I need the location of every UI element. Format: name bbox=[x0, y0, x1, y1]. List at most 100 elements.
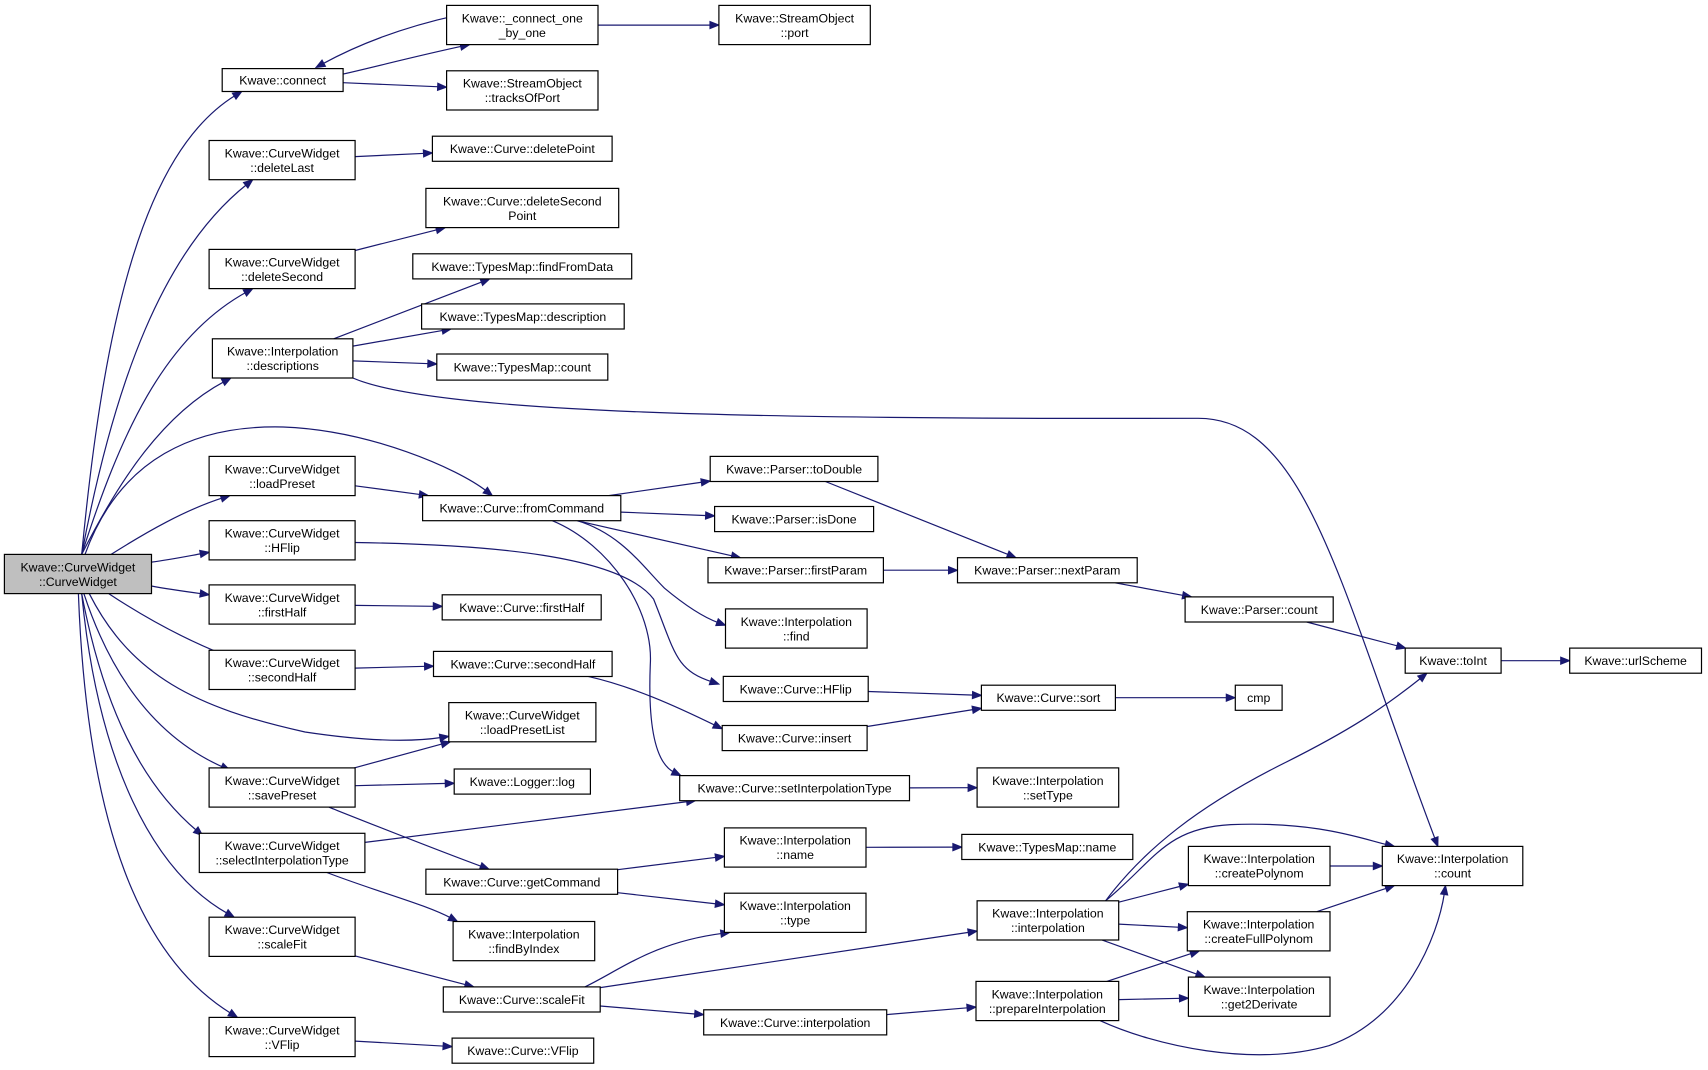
node-i_name[interactable]: Kwave::Interpolation::name bbox=[723, 827, 867, 868]
node-label: Kwave::Curve::getCommand bbox=[443, 875, 600, 889]
node-p_isDone[interactable]: Kwave::Parser::isDone bbox=[713, 505, 875, 533]
arrowhead bbox=[482, 486, 494, 497]
node-connect[interactable]: Kwave::connect bbox=[221, 67, 344, 93]
node-cw_firstHalf[interactable]: Kwave::CurveWidget::firstHalf bbox=[208, 584, 356, 625]
node-label: Kwave::Interpolation bbox=[1203, 918, 1315, 932]
node-toInt[interactable]: Kwave::toInt bbox=[1404, 647, 1502, 674]
arrowhead bbox=[314, 59, 327, 69]
node-so_tracks[interactable]: Kwave::StreamObject::tracksOfPort bbox=[446, 70, 599, 111]
edge-root-to-cw_vflip bbox=[77, 593, 239, 1019]
node-label: Kwave::Interpolation bbox=[739, 899, 851, 913]
edge-cw_selectInterpolationType-to-c_setInterpolationType bbox=[364, 797, 697, 843]
node-c_scaleFit[interactable]: Kwave::Curve::scaleFit bbox=[442, 986, 601, 1013]
node-cw_secondHalf[interactable]: Kwave::CurveWidget::secondHalf bbox=[208, 649, 356, 691]
edge-cw_vflip-to-c_vflip bbox=[355, 1040, 454, 1051]
node-cw_loadPresetList[interactable]: Kwave::CurveWidget::loadPresetList bbox=[448, 701, 597, 743]
node-tm_findFromData[interactable]: Kwave::TypesMap::findFromData bbox=[412, 253, 633, 280]
node-label: Kwave::Curve::VFlip bbox=[467, 1044, 579, 1058]
arrowhead bbox=[711, 720, 724, 730]
node-cw_scaleFit[interactable]: Kwave::CurveWidget::scaleFit bbox=[208, 916, 356, 958]
node-logger_log[interactable]: Kwave::Logger::log bbox=[453, 768, 592, 795]
edge-root-to-cw_loadPresetList bbox=[88, 593, 451, 743]
node-cw_deleteSecond[interactable]: Kwave::CurveWidget::deleteSecond bbox=[208, 248, 356, 290]
node-c_deletePoint[interactable]: Kwave::Curve::deletePoint bbox=[431, 135, 613, 162]
node-tm_count[interactable]: Kwave::TypesMap::count bbox=[436, 353, 609, 381]
arrowhead bbox=[704, 511, 716, 520]
node-label: Kwave::Parser::toDouble bbox=[726, 462, 862, 476]
node-tm_description[interactable]: Kwave::TypesMap::description bbox=[421, 303, 625, 330]
node-label: Kwave::Curve::secondHalf bbox=[450, 657, 595, 671]
node-p_toDouble[interactable]: Kwave::Parser::toDouble bbox=[709, 455, 879, 483]
edge-i_descriptions-to-tm_findFromData bbox=[333, 278, 491, 340]
node-box bbox=[208, 455, 356, 497]
node-cw_hflip[interactable]: Kwave::CurveWidget::HFlip bbox=[208, 520, 356, 561]
node-so_port[interactable]: Kwave::StreamObject::port bbox=[718, 4, 871, 46]
edge-root-to-cw_selectInterpolationType bbox=[81, 593, 204, 837]
node-cw_vflip[interactable]: Kwave::CurveWidget::VFlip bbox=[208, 1016, 356, 1058]
edge-root-to-cw_deleteSecond bbox=[81, 288, 254, 555]
node-box bbox=[1569, 647, 1703, 674]
node-label: Kwave::Interpolation bbox=[992, 987, 1104, 1001]
arrowhead bbox=[693, 1009, 706, 1019]
node-label: Kwave::_connect_one bbox=[462, 11, 583, 25]
node-cw_selectInterpolationType[interactable]: Kwave::CurveWidget::selectInterpolationT… bbox=[198, 832, 366, 874]
node-c_firstHalf[interactable]: Kwave::Curve::firstHalf bbox=[441, 594, 602, 621]
edge-c_fromCommand-to-c_setInterpolationType bbox=[552, 520, 683, 777]
node-c_getCommand[interactable]: Kwave::Curve::getCommand bbox=[425, 868, 619, 895]
node-box bbox=[431, 135, 613, 162]
node-label: Kwave::Interpolation bbox=[1397, 852, 1509, 866]
arrowhead bbox=[715, 617, 727, 627]
node-tm_name[interactable]: Kwave::TypesMap::name bbox=[961, 833, 1134, 861]
node-label: Kwave::CurveWidget bbox=[225, 656, 340, 670]
node-cmp[interactable]: cmp bbox=[1234, 684, 1283, 711]
node-urlScheme[interactable]: Kwave::urlScheme bbox=[1569, 647, 1703, 674]
edge-c_scaleFit-to-i_type bbox=[584, 929, 732, 988]
node-cw_savePreset[interactable]: Kwave::CurveWidget::savePreset bbox=[208, 767, 356, 808]
node-c_vflip[interactable]: Kwave::Curve::VFlip bbox=[451, 1037, 595, 1064]
node-i_find[interactable]: Kwave::Interpolation::find bbox=[724, 608, 868, 649]
node-c_setInterpolationType[interactable]: Kwave::Curve::setInterpolationType bbox=[679, 774, 911, 802]
node-c_insert[interactable]: Kwave::Curve::insert bbox=[721, 724, 868, 752]
node-i_interpolation[interactable]: Kwave::Interpolation::interpolation bbox=[976, 900, 1120, 941]
node-box bbox=[446, 4, 599, 46]
node-c_secondHalf[interactable]: Kwave::Curve::secondHalf bbox=[432, 650, 613, 678]
node-p_count[interactable]: Kwave::Parser::count bbox=[1184, 596, 1334, 623]
node-p_firstParam[interactable]: Kwave::Parser::firstParam bbox=[707, 557, 884, 584]
node-c_hflip[interactable]: Kwave::Curve::HFlip bbox=[722, 675, 869, 703]
node-root[interactable]: Kwave::CurveWidget::CurveWidget bbox=[3, 553, 153, 595]
node-c_fromCommand[interactable]: Kwave::Curve::fromCommand bbox=[422, 495, 622, 522]
node-connect_one[interactable]: Kwave::_connect_one_by_one bbox=[446, 4, 599, 46]
node-box bbox=[211, 338, 354, 379]
node-cw_deleteLast[interactable]: Kwave::CurveWidget::deleteLast bbox=[208, 139, 356, 181]
node-i_count[interactable]: Kwave::Interpolation::count bbox=[1381, 845, 1524, 887]
node-label: ::loadPreset bbox=[249, 477, 315, 491]
edge-connect_one-to-so_port bbox=[598, 20, 721, 30]
node-i_createFullPolynom[interactable]: Kwave::Interpolation::createFullPolynom bbox=[1186, 911, 1331, 952]
node-cw_loadPreset[interactable]: Kwave::CurveWidget::loadPreset bbox=[208, 455, 356, 497]
edge-cw_savePreset-to-cw_loadPresetList bbox=[354, 740, 452, 769]
node-label: Kwave::Interpolation bbox=[468, 927, 580, 941]
node-i_setType[interactable]: Kwave::Interpolation::setType bbox=[976, 767, 1120, 808]
node-box bbox=[208, 520, 356, 561]
node-i_createPolynom[interactable]: Kwave::Interpolation::createPolynom bbox=[1187, 845, 1331, 887]
node-label: ::findByIndex bbox=[488, 942, 560, 956]
node-box bbox=[713, 505, 875, 533]
node-box bbox=[432, 650, 613, 678]
node-p_nextParam[interactable]: Kwave::Parser::nextParam bbox=[956, 557, 1138, 584]
edge-root-to-cw_deleteLast bbox=[81, 178, 254, 555]
node-label: ::createFullPolynom bbox=[1204, 932, 1313, 946]
edge-c_getCommand-to-i_type bbox=[617, 892, 726, 909]
node-label: Kwave::CurveWidget bbox=[225, 923, 340, 937]
node-i_get2Derivate[interactable]: Kwave::Interpolation::get2Derivate bbox=[1187, 976, 1331, 1017]
node-i_findByIndex[interactable]: Kwave::Interpolation::findByIndex bbox=[452, 920, 596, 962]
node-c_interpolation[interactable]: Kwave::Curve::interpolation bbox=[703, 1009, 888, 1036]
node-label: ::find bbox=[783, 629, 810, 643]
node-box bbox=[3, 553, 153, 595]
node-label: ::scaleFit bbox=[257, 938, 307, 952]
node-i_type[interactable]: Kwave::Interpolation::type bbox=[723, 892, 867, 934]
node-i_descriptions[interactable]: Kwave::Interpolation::descriptions bbox=[211, 338, 354, 379]
node-box bbox=[446, 70, 599, 111]
node-i_prepareInterpolation[interactable]: Kwave::Interpolation::prepareInterpolati… bbox=[975, 980, 1120, 1022]
node-c_sort[interactable]: Kwave::Curve::sort bbox=[980, 684, 1117, 711]
